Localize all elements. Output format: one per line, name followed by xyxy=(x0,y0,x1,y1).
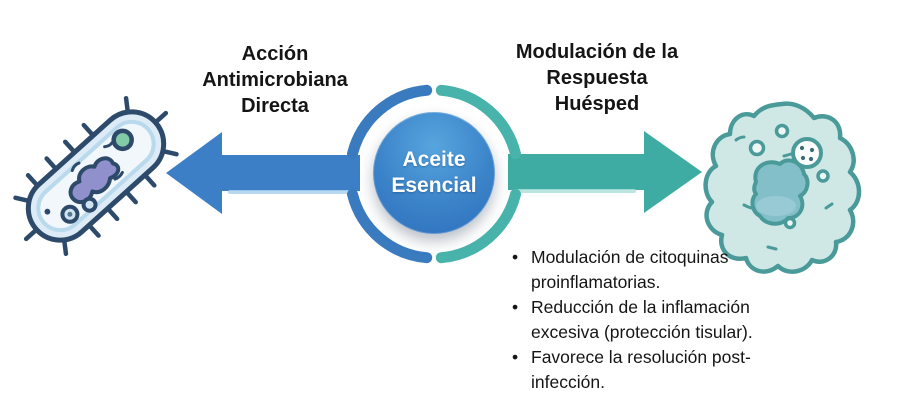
bullet-item: • Reducción de la inflamación excesiva (… xyxy=(512,295,770,345)
ring-arc-top-left xyxy=(347,84,433,160)
right-title-line: Modulación de la xyxy=(515,41,679,63)
left-title-line: Directa xyxy=(241,95,309,117)
center-label-line2: Esencial xyxy=(391,174,477,197)
bullet-text: Reducción de la inflamación excesiva (pr… xyxy=(531,297,753,342)
bacteria-icon xyxy=(13,95,179,257)
bullet-marker: • xyxy=(512,347,519,367)
left-title-line: Antimicrobiana xyxy=(202,69,348,91)
cell-vesicles xyxy=(748,123,830,230)
right-title: Modulación de la Respuesta Huésped xyxy=(482,39,712,117)
bullet-marker: • xyxy=(512,297,519,317)
host-response-bullet-list: • Modulación de citoquinas proinflamator… xyxy=(512,245,770,395)
bullet-item: • Modulación de citoquinas proinflamator… xyxy=(512,245,770,295)
bullet-text: Modulación de citoquinas proinflamatoria… xyxy=(531,247,729,292)
ring-arc-bottom-right xyxy=(435,188,521,264)
ring-arc-bottom-left xyxy=(347,188,433,264)
bullet-marker: • xyxy=(512,247,519,267)
bacteria-vacuole-dot xyxy=(67,211,73,217)
right-title-line: Huésped xyxy=(554,93,640,115)
left-title-line: Acción xyxy=(241,43,309,65)
cell-granule xyxy=(791,137,823,169)
cell-nucleus-highlight xyxy=(756,196,796,216)
immune-cell-icon xyxy=(703,101,862,274)
bullet-item: • Favorece la resolución post-infección. xyxy=(512,345,770,395)
bacteria-nucleoid xyxy=(68,156,121,204)
right-arrow xyxy=(508,131,702,213)
cell-marks xyxy=(734,135,834,251)
ring-arc-top-right xyxy=(435,84,521,160)
bacteria-granule-green xyxy=(111,128,134,152)
center-ring xyxy=(347,84,521,264)
bacteria-marks xyxy=(44,141,124,215)
right-title-line: Respuesta xyxy=(546,67,648,89)
bacteria-vacuole-small xyxy=(81,196,98,213)
essential-oil-circle: Aceite Esencial xyxy=(373,112,495,234)
bullet-text: Favorece la resolución post-infección. xyxy=(531,347,751,392)
cell-granule-dots xyxy=(799,145,815,162)
left-arrow xyxy=(166,132,360,214)
center-label-line1: Aceite xyxy=(402,148,466,171)
left-title: Acción Antimicrobiana Directa xyxy=(160,41,390,119)
